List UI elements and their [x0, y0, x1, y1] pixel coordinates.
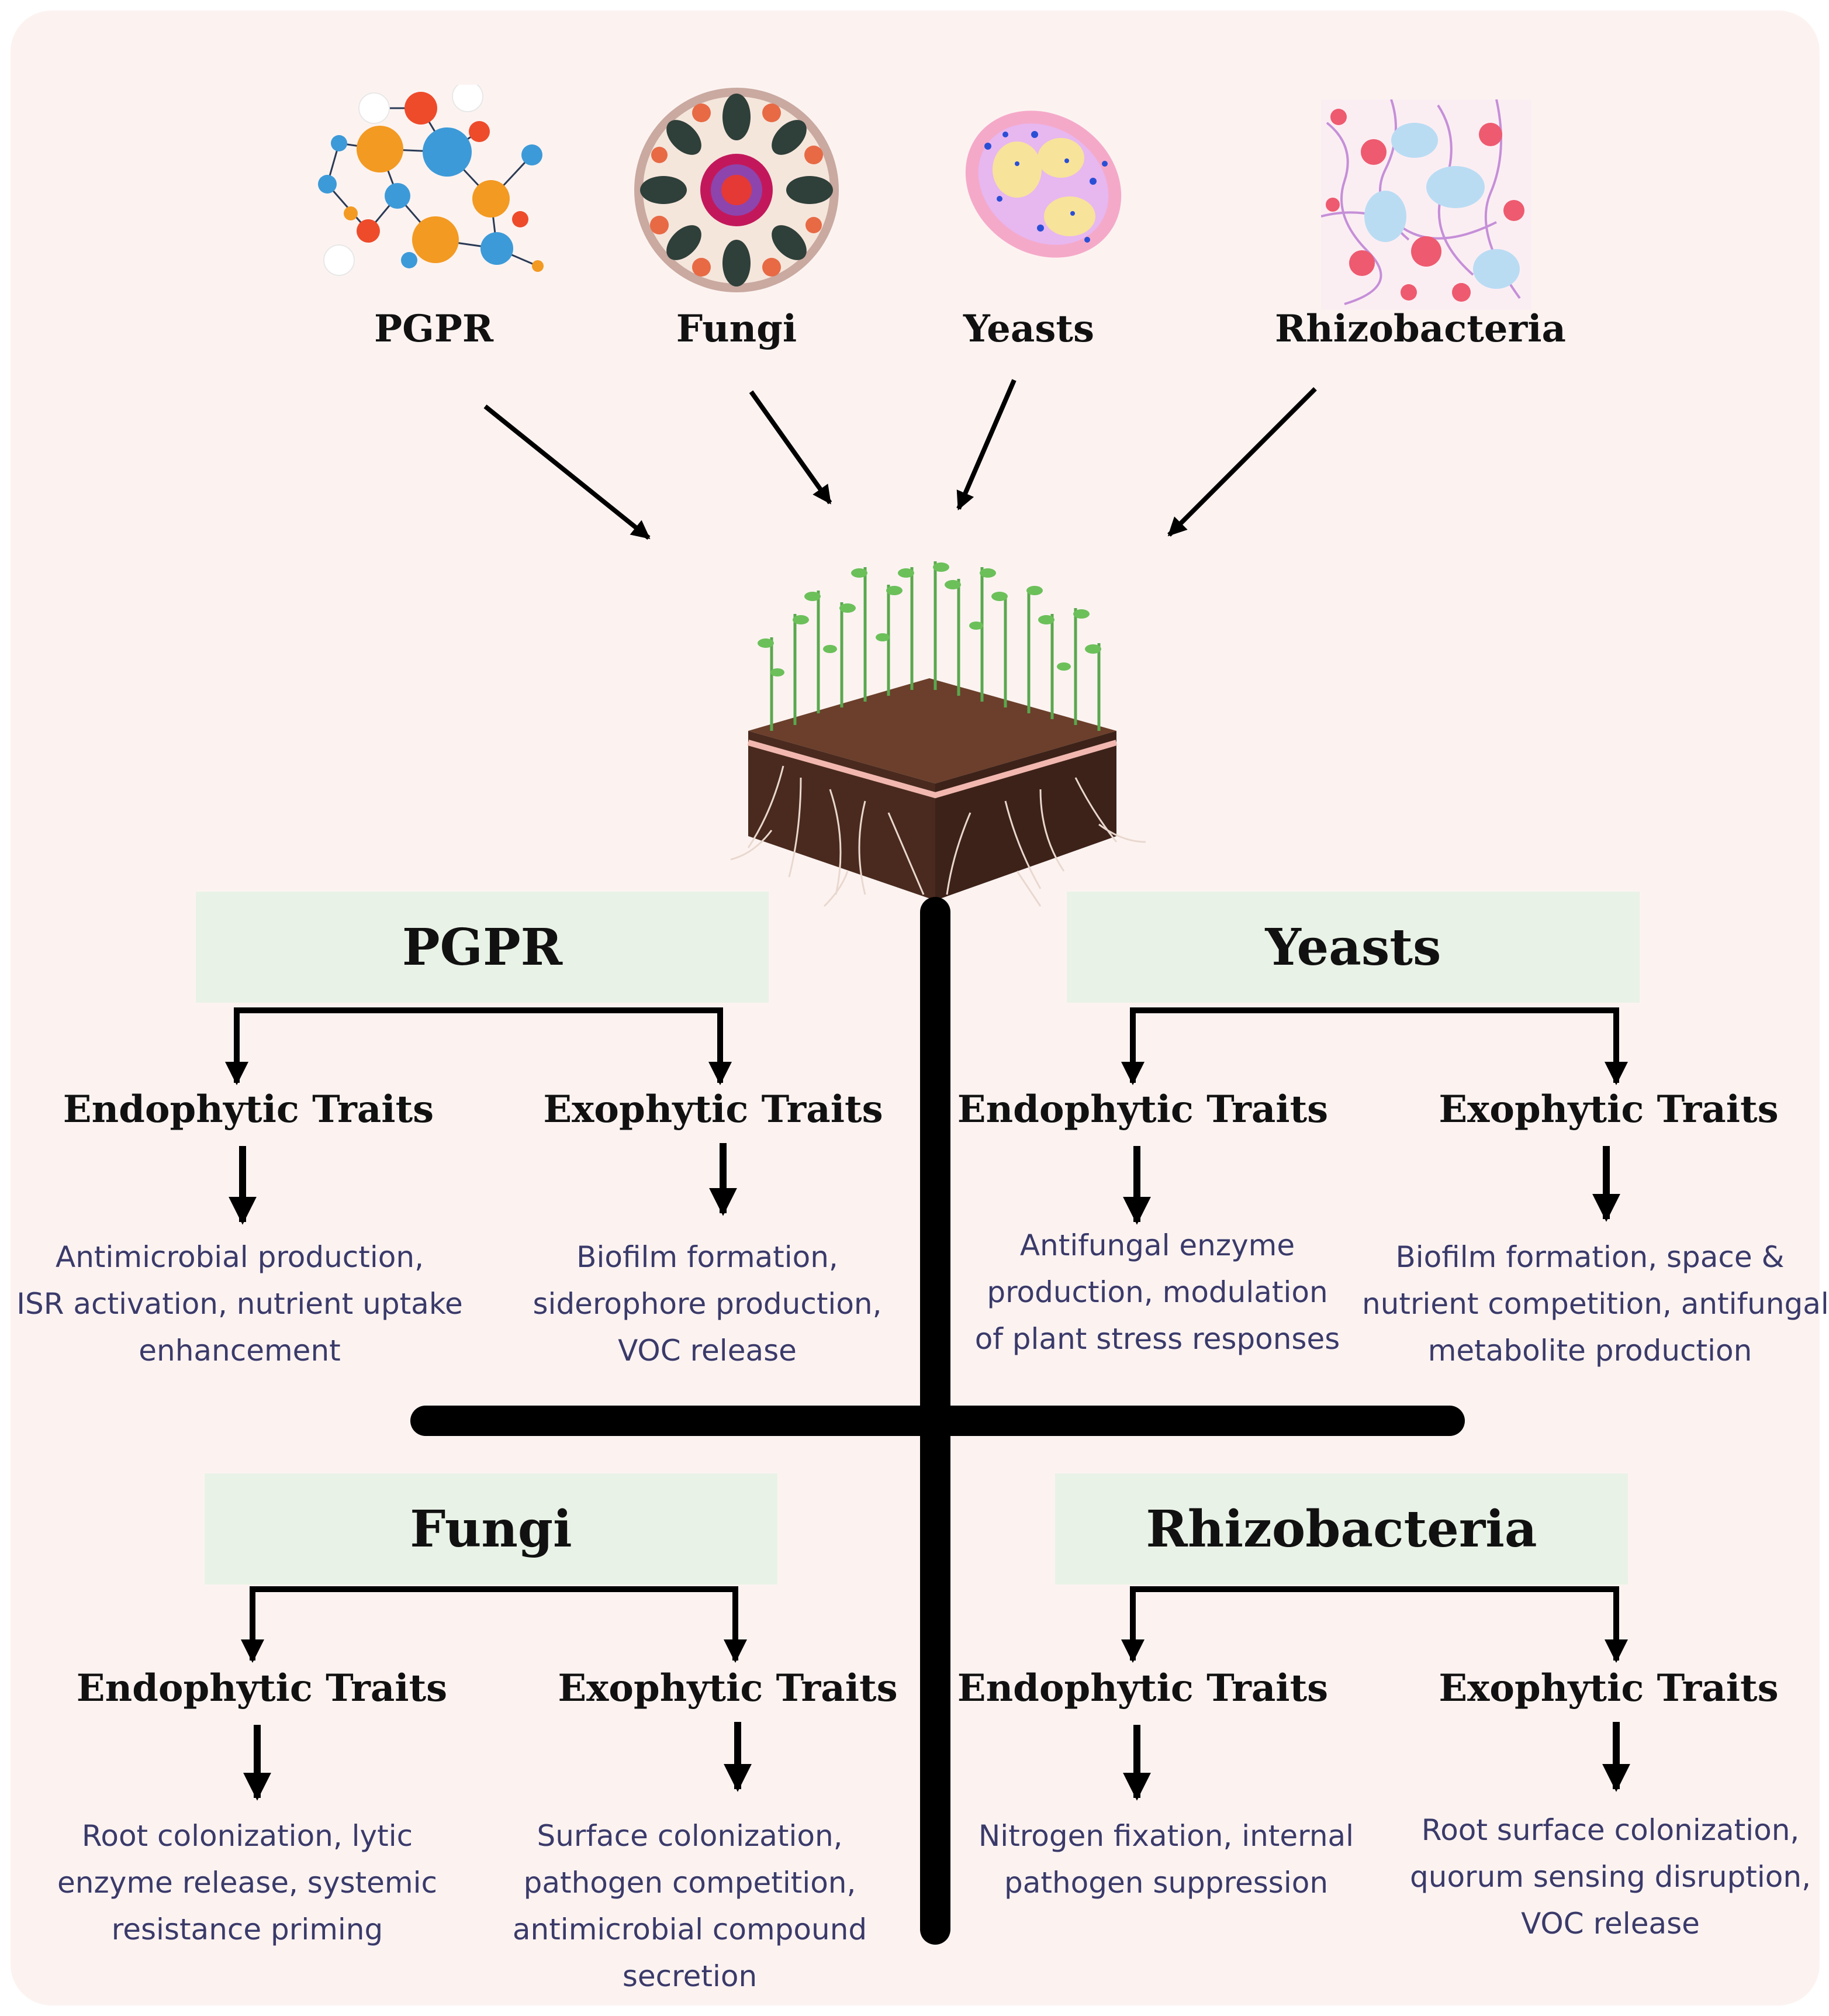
fungi-exophytic-description: Surface colonization, pathogen competiti… — [512, 1819, 867, 1993]
rhizobacteria-endophytic-description: Nitrogen fixation, internal pathogen sup… — [978, 1819, 1354, 1900]
pgpr-exophytic-description: Biofilm formation, siderophore productio… — [533, 1240, 882, 1368]
yeasts-title-box: Yeasts — [1067, 892, 1640, 1003]
yeasts-exophytic-description: Biofilm formation, space & nutrient comp… — [1362, 1240, 1829, 1368]
fungi-exophytic-title: Exophytic Traits — [558, 1666, 898, 1710]
fungi-endophytic-description: Root colonization, lytic enzyme release,… — [57, 1819, 437, 1946]
rhizobacteria-exophytic-description: Root surface colonization, quorum sensin… — [1410, 1813, 1811, 1941]
pgpr-endophytic-title: Endophytic Traits — [63, 1088, 434, 1131]
pgpr-exophytic-title: Exophytic Traits — [543, 1088, 883, 1131]
rhizobacteria-endophytic-title: Endophytic Traits — [957, 1666, 1329, 1710]
arrow-pgpr-to-soil — [483, 404, 651, 540]
fungi-endophytic-title: Endophytic Traits — [76, 1666, 448, 1710]
rhizobacteria-exophytic-title: Exophytic Traits — [1439, 1666, 1779, 1710]
arrow-yeasts-to-soil — [956, 379, 1017, 510]
pgpr-title-box: PGPR — [196, 892, 769, 1003]
top-label-rhizobacteria: Rhizobacteria — [1274, 307, 1567, 351]
rhizobacteria-title-box: Rhizobacteria — [1055, 1473, 1628, 1585]
pgpr-branch — [234, 1007, 723, 1067]
rhizobacteria-branch — [1130, 1586, 1619, 1646]
yeasts-exophytic-title: Exophytic Traits — [1439, 1088, 1779, 1131]
yeast-cell-icon — [965, 111, 1122, 258]
fungi-cell-icon — [634, 88, 839, 292]
bacteria-network-icon — [318, 85, 544, 276]
fungi-title-box: Fungi — [205, 1473, 777, 1585]
yeasts-endophytic-title: Endophytic Traits — [957, 1088, 1329, 1131]
yeasts-endophytic-description: Antifungal enzyme production, modulation… — [974, 1228, 1340, 1356]
pgpr-endophytic-description: Antimicrobial production, ISR activation… — [16, 1240, 463, 1368]
top-label-pgpr: PGPR — [374, 307, 494, 351]
top-label-fungi: Fungi — [676, 307, 797, 351]
soil-seedlings-icon — [730, 561, 1146, 907]
fungi-branch — [250, 1586, 738, 1646]
rhizobacteria-pattern-icon — [1321, 99, 1531, 310]
arrow-fungi-to-soil — [749, 390, 832, 505]
yeasts-branch — [1130, 1007, 1619, 1067]
arrow-rhizobacteria-to-soil — [1167, 387, 1317, 537]
top-label-yeasts: Yeasts — [963, 307, 1094, 351]
